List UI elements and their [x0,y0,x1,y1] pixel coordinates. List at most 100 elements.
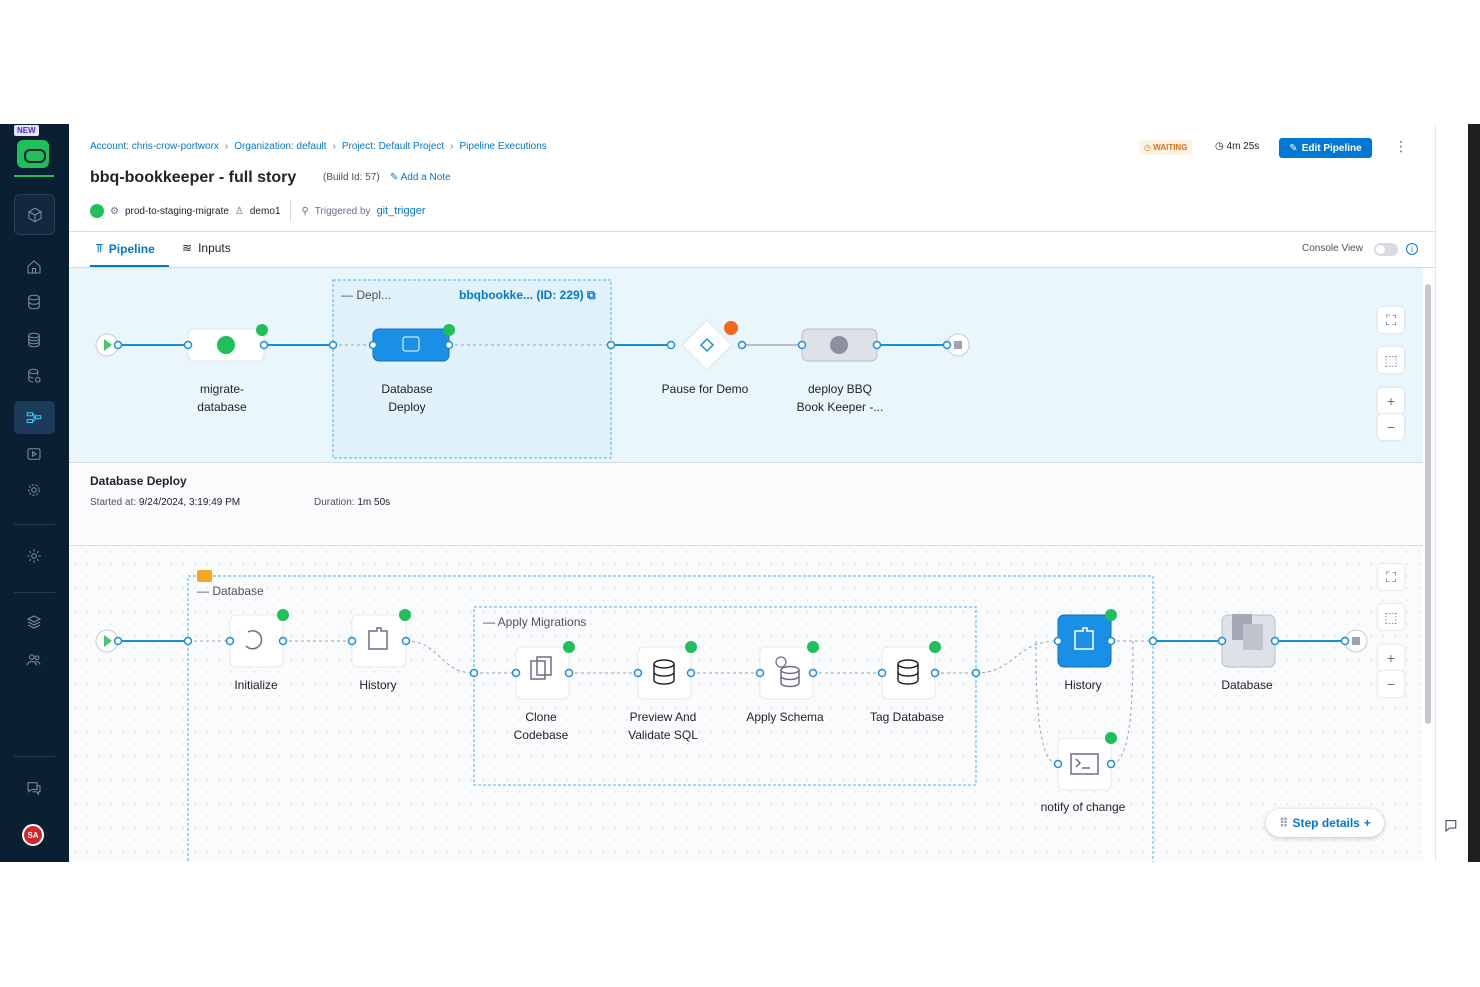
breadcrumb-pipeline-executions[interactable]: Pipeline Executions [459,141,547,152]
add-note-link[interactable]: ✎ Add a Note [390,172,451,183]
step-label-database: Database [1221,678,1273,692]
clone-icon [530,660,546,680]
apply-migrations-group-label[interactable]: — Apply Migrations [483,615,587,629]
stage-label-database-deploy: Database Deploy [381,382,433,414]
page-title: bbq-bookkeeper - full story [90,169,297,186]
meta-divider [290,200,292,222]
pencil-icon: ✎ [390,172,401,183]
sidebar-divider [14,592,55,593]
pipeline-tab-icon: ⫪ [96,241,103,255]
stage-label-pause-for-demo: Pause for Demo [661,382,749,396]
vertical-scrollbar[interactable] [1425,284,1431,724]
module-switcher-button[interactable] [14,194,55,235]
step-label-history-selected: History [1064,678,1102,692]
deploy-stage-icon [830,336,848,354]
stage-node-pause-for-demo [681,319,733,371]
settings-cog-icon[interactable] [22,478,46,502]
zoom-out-icon[interactable]: − [1378,414,1404,440]
user-name: demo1 [249,205,281,217]
executions-icon[interactable] [22,442,46,466]
stage-started-at: Started at: 9/24/2024, 3:19:49 PM [90,497,241,508]
status-badge: ◷ WAITING [1139,140,1193,155]
stage-graph [69,268,1423,462]
info-icon[interactable]: i [1406,243,1418,255]
layers-icon[interactable] [22,610,46,634]
deploy-group-box [332,279,612,459]
step-node-notify-of-change [1057,737,1112,791]
window-scrollbar[interactable] [1468,124,1480,862]
collapse-icon[interactable]: — [197,584,213,598]
chat-support-icon[interactable] [1443,816,1461,834]
build-id: (Build Id: 57) [323,172,380,183]
elapsed-time: ◷ 4m 25s [1215,141,1260,152]
tab-pipeline[interactable]: ⫪Pipeline [96,241,155,256]
execution-meta: ⚙ prod-to-staging-migrate ♙ demo1 ⚲ Trig… [90,200,425,222]
step-label-initialize: Initialize [234,678,278,692]
chevron-right-icon: › [224,141,229,152]
pipeline-icon[interactable] [22,406,46,430]
trigger-link[interactable]: git_trigger [376,205,426,217]
stage-label-deploy-bbq: deploy BBQ Book Keeper -... [796,382,884,414]
zoom-in-icon[interactable]: + [1378,645,1404,671]
fit-to-screen-icon[interactable]: ⛶ [1378,564,1404,590]
step-graph-canvas [95,570,1368,862]
sidebar-divider [14,524,55,525]
collapse-icon[interactable]: — [483,615,498,629]
stage-duration: Duration: 1m 50s [314,497,391,508]
tabs-divider [69,267,1435,268]
edit-pipeline-button[interactable]: ✎ Edit Pipeline [1279,138,1372,158]
deploy-group-link[interactable]: bbqbookke... (ID: 229) ⧉ [459,288,596,302]
cube-icon [23,203,47,227]
apply-migrations-group-box [473,606,977,786]
success-check-icon [256,324,268,336]
more-options-icon[interactable]: ⋮ [1394,138,1408,154]
deploy-group-label[interactable]: — Depl... [341,288,392,302]
fit-to-screen-icon[interactable]: ⛶ [1378,307,1404,333]
database-settings-icon[interactable] [22,364,46,388]
step-label-history: History [359,678,397,692]
step-node-initialize [229,614,284,668]
step-graph [69,546,1423,862]
step-node-history [351,614,407,668]
external-link-icon: ⧉ [583,288,596,302]
breadcrumb-account[interactable]: Account: chris-crow-portworx [90,141,219,152]
account-settings-icon[interactable] [22,544,46,568]
breadcrumb-project[interactable]: Project: Default Project [341,141,445,152]
approval-icon [699,337,715,353]
app-window: NEW [0,124,1480,862]
environment-icon: ⚙ [110,205,119,217]
clock-icon: ◷ [1215,141,1227,152]
step-label-clone-codebase: Clone Codebase [513,710,569,742]
tab-inputs[interactable]: ≋Inputs [182,241,231,255]
harness-logo[interactable] [17,140,49,168]
pencil-icon: ✎ [1289,142,1298,154]
zoom-in-icon[interactable]: + [1378,388,1404,414]
database-group-label[interactable]: — Database [197,584,264,598]
breadcrumb: Account: chris-crow-portworx › Organizat… [90,141,547,152]
select-area-icon[interactable]: ⬚ [1378,347,1404,373]
success-check-icons [277,609,1117,744]
collapse-icon[interactable]: — [341,288,357,302]
triggered-by-label: Triggered by [314,205,371,217]
history-puzzle-icon [368,627,388,650]
breadcrumb-organization[interactable]: Organization: default [234,141,327,152]
database-icon[interactable] [22,290,46,314]
stage-info-title: Database Deploy [90,474,187,488]
step-node-tag-database [881,646,936,700]
step-details-button[interactable]: ⠿ Step details + [1266,809,1384,837]
select-area-icon[interactable]: ⬚ [1378,604,1404,630]
database-stack-icon[interactable] [22,328,46,352]
user-avatar[interactable]: SA [22,824,44,846]
history-puzzle-icon [1074,627,1094,650]
console-view-label: Console View [1302,243,1363,254]
feedback-chat-icon[interactable] [22,776,46,800]
console-view-toggle[interactable] [1374,243,1398,256]
users-icon[interactable] [22,648,46,672]
step-label-notify-of-change: notify of change [1040,800,1126,814]
database-group-box [187,575,1154,862]
stage-label-migrate-database: migrate- database [197,382,247,414]
zoom-out-icon[interactable]: − [1378,671,1404,697]
deploy-icon [402,336,420,352]
home-icon[interactable] [22,255,46,279]
pipeline-type-icon [90,204,104,218]
